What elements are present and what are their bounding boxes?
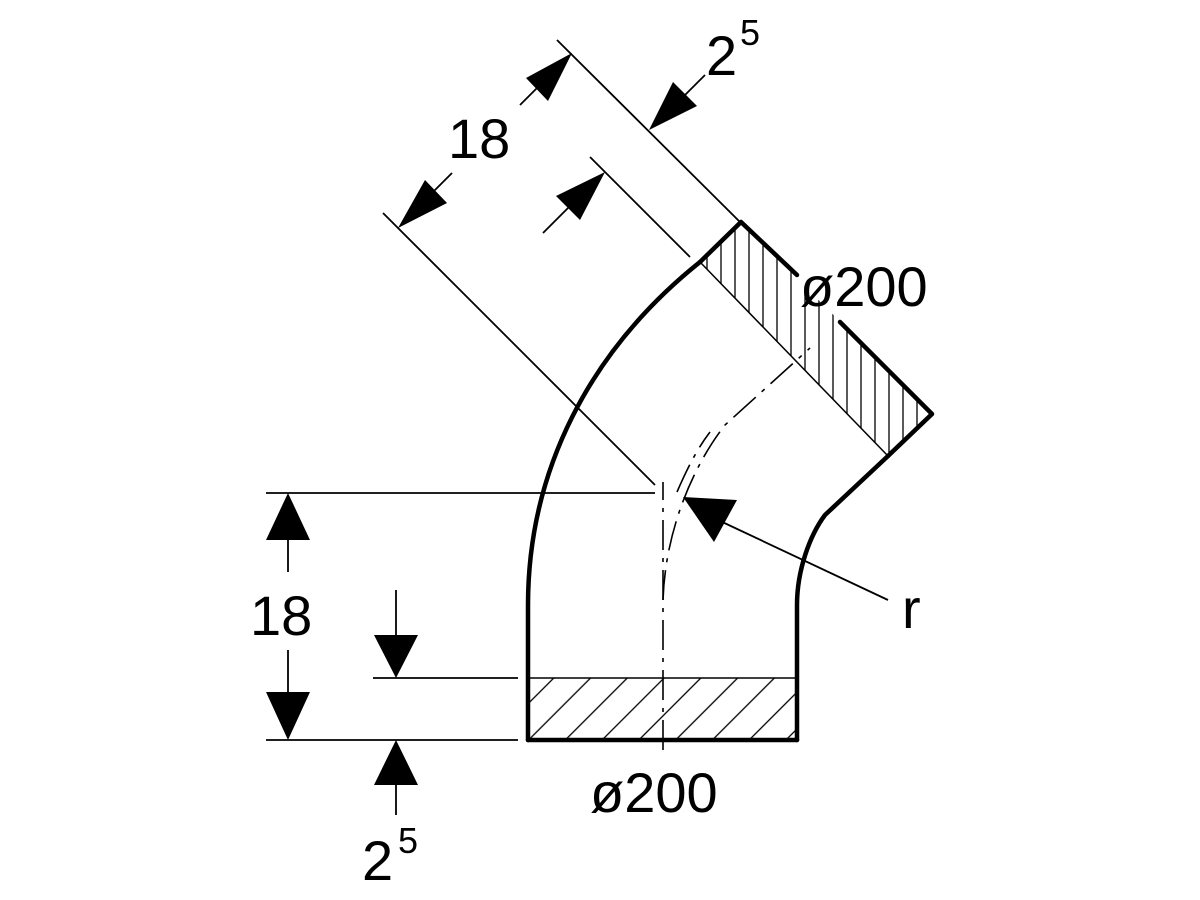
bend-center-arc-inner — [676, 431, 711, 493]
top-length-arrow-end — [526, 53, 572, 101]
bottom-offset-label: 2 — [362, 829, 393, 892]
dimension-arrows — [266, 53, 737, 785]
dimension-labels: 18 2 5 ø200 18 2 5 ø200 r — [250, 12, 928, 892]
top-extension-line-2 — [556, 39, 741, 223]
pipe-inner-contour — [794, 453, 891, 743]
top-length-label: 18 — [448, 107, 510, 170]
top-offset-base: 2 — [706, 24, 737, 87]
pipe-outer-contour — [525, 259, 703, 743]
radius-label: r — [902, 577, 921, 640]
bottom-offset-base: 2 — [362, 829, 393, 892]
dimension-lines — [266, 39, 889, 815]
top-extension-line-3 — [589, 156, 691, 258]
top-socket-section-hatch — [700, 222, 932, 456]
left-length-arrow-top — [266, 493, 310, 540]
top-offset-exponent: 5 — [740, 12, 760, 53]
left-length-label: 18 — [250, 584, 312, 647]
top-diameter-label: ø200 — [800, 255, 928, 318]
top-socket-section-lines — [699, 261, 889, 457]
center-lines — [662, 347, 811, 750]
top-offset-label: 2 — [706, 24, 737, 87]
bottom-diameter-label: ø200 — [590, 761, 718, 824]
top-extension-line-1 — [382, 212, 656, 486]
top-offset-arrow-inner — [556, 172, 605, 220]
left-length-arrow-bottom — [266, 692, 310, 740]
bottom-offset-arrow-up — [374, 740, 418, 785]
radius-arrow — [683, 497, 737, 542]
top-length-arrow-start — [398, 180, 447, 228]
top-offset-arrow-outer — [649, 82, 697, 130]
radius-leader-line — [717, 519, 889, 601]
bend-center-arc — [662, 347, 811, 601]
bottom-offset-arrow-down — [374, 635, 418, 678]
bottom-offset-exponent: 5 — [398, 820, 418, 861]
